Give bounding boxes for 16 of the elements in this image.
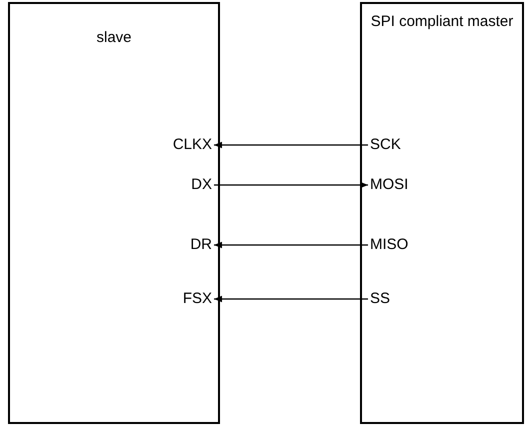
pin-label: SCK [370,136,401,154]
block-title: SPI compliant master [370,12,514,32]
pin-label: SS [370,290,390,308]
pin-label: MOSI [370,176,408,194]
device-block [8,2,220,424]
signal-arrow [214,142,368,148]
signal-arrow [214,182,368,188]
pin-label: FSX [182,290,212,308]
pin-label: DX [191,176,212,194]
signal-arrow [214,296,368,302]
pin-label: CLKX [172,136,212,154]
device-block [360,2,524,424]
signal-arrow [214,242,368,248]
pin-label: DR [190,236,212,254]
pin-label: MISO [370,236,408,254]
block-title: slave [95,28,133,48]
